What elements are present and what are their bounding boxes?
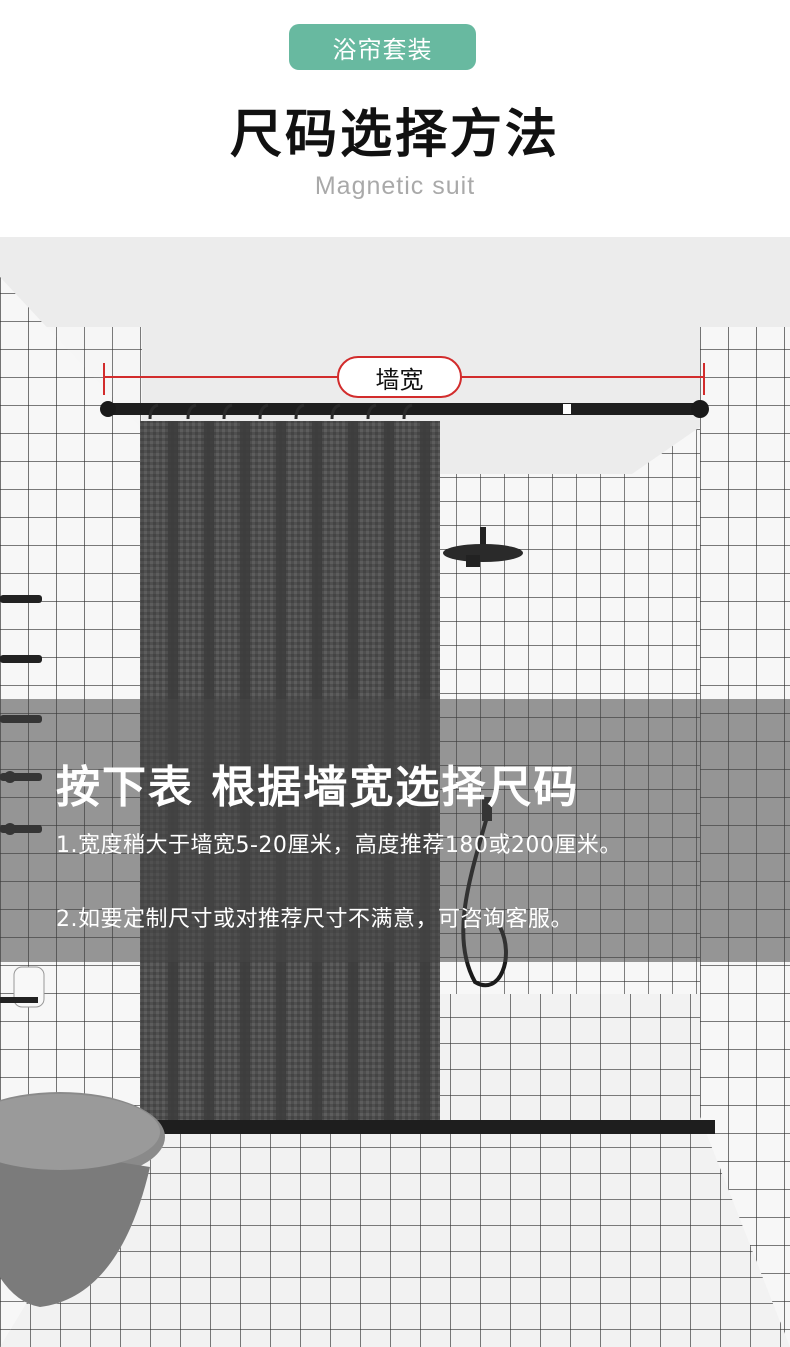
tip-line-2: 2.如要定制尺寸或对推荐尺寸不满意，可咨询客服。 <box>56 907 573 932</box>
wall-width-label: 墙宽 <box>337 356 462 398</box>
info-overlay <box>0 699 790 962</box>
overlay-heading: 按下表 根据墙宽选择尺码 <box>56 762 580 813</box>
page-subtitle: Magnetic suit <box>314 172 476 200</box>
category-badge: 浴帘套装 <box>289 24 476 70</box>
bathroom-scene: 墙宽 按下表 根据墙宽选择尺码 1.宽度稍大于墙宽5-20厘米，高度推荐180或… <box>0 237 790 1347</box>
page-title: 尺码选择方法 <box>229 105 560 165</box>
tip-line-1: 1.宽度稍大于墙宽5-20厘米，高度推荐180或200厘米。 <box>56 833 622 858</box>
